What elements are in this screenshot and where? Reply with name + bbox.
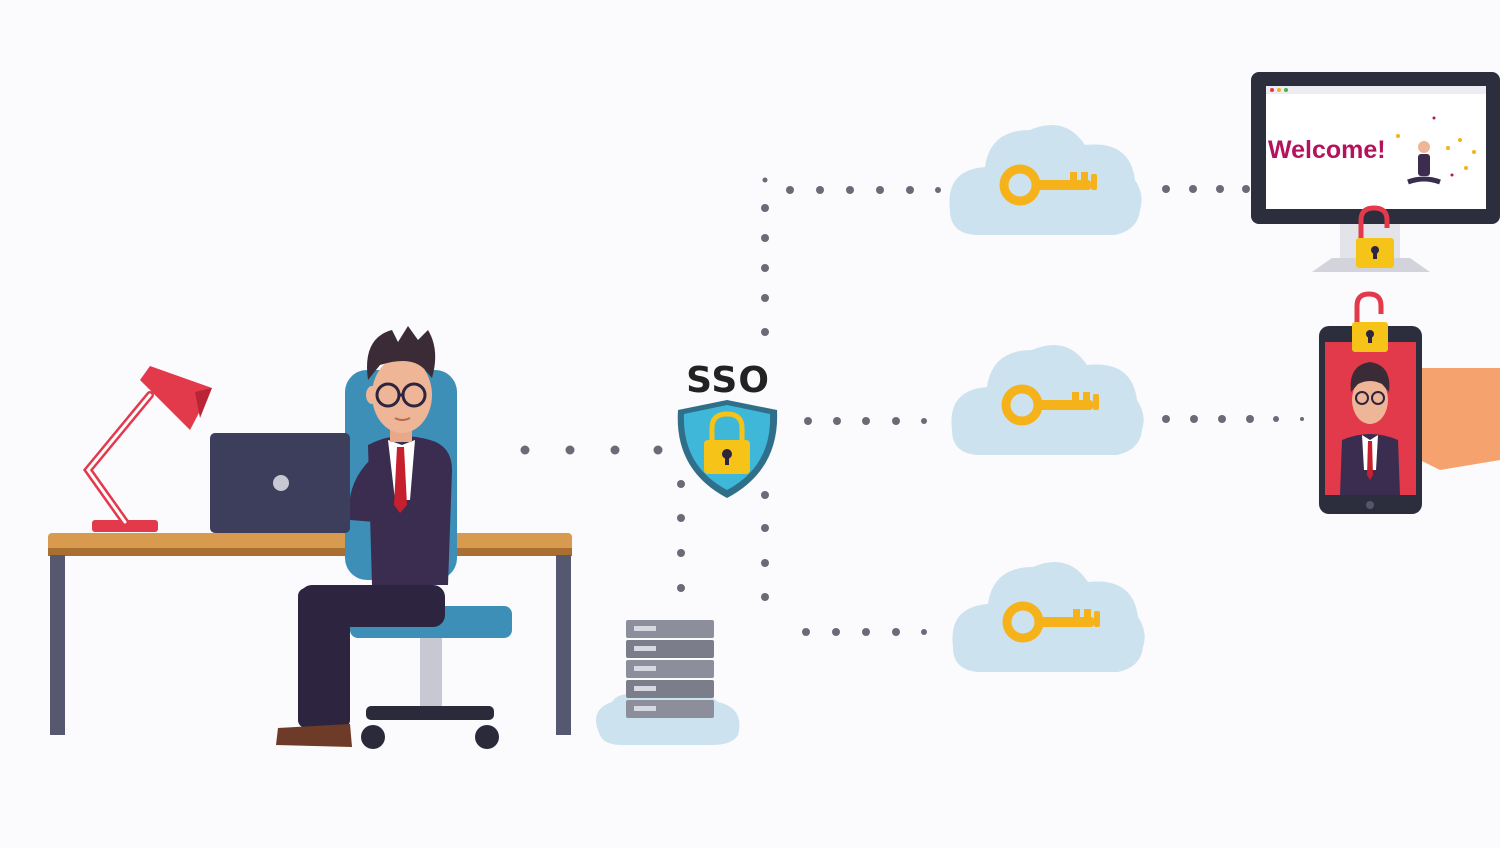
cloud-key-icon-middle xyxy=(951,345,1144,455)
sso-label: SSO xyxy=(686,360,770,401)
businessman xyxy=(276,326,452,747)
desk-leg-left xyxy=(50,555,65,735)
cloud-key-icon-bottom xyxy=(952,562,1145,672)
cloud-key-icon-top xyxy=(949,125,1142,235)
server-stack-icon xyxy=(596,620,740,745)
desk-lamp xyxy=(82,366,212,532)
hand xyxy=(1420,368,1500,470)
padlock-icon-monitor xyxy=(1356,205,1394,268)
padlock-icon-phone xyxy=(1352,291,1388,352)
smartphone xyxy=(1319,326,1422,514)
desk-scene xyxy=(48,326,572,749)
connection-dots xyxy=(520,177,1304,636)
desk-leg-right xyxy=(556,555,571,735)
welcome-text: Welcome! xyxy=(1268,136,1386,164)
shield-lock-icon xyxy=(677,400,778,498)
laptop xyxy=(210,433,350,533)
